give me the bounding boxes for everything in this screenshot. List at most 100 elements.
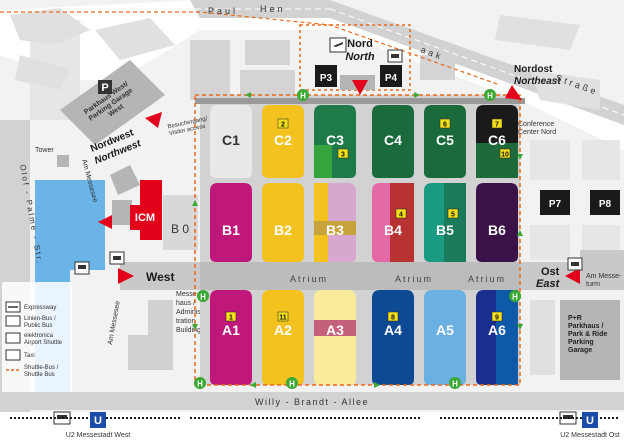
hall-b2[interactable]: B2 [262, 183, 304, 262]
hall-label: C5 [436, 132, 454, 148]
hall-b5[interactable]: B5 [424, 183, 466, 262]
bus-icon[interactable] [74, 261, 90, 275]
hall-shape [424, 105, 466, 178]
hall-number-marker: 2 [277, 118, 289, 129]
entrance-west[interactable]: West [118, 268, 174, 284]
hall-label: B3 [326, 222, 344, 238]
block [10, 8, 90, 45]
hall-a5[interactable]: A5 [424, 290, 466, 385]
p8-label: P8 [599, 199, 612, 210]
shuttle-stop-icon[interactable]: H [197, 290, 209, 302]
shuttle-stop-icon[interactable]: H [194, 377, 206, 389]
entrance-arrow-icon [145, 112, 162, 128]
station-messestadt-west[interactable]: U U2 Messestadt West [10, 412, 180, 439]
hall-b6[interactable]: B6 [476, 183, 518, 262]
shuttle-stops: H H H H H H H [194, 89, 521, 389]
street-label: Hen [260, 4, 286, 14]
hall-label: A5 [436, 322, 454, 338]
svg-text:Nordost: Nordost [514, 64, 553, 75]
airport-shuttle-icon [5, 332, 21, 344]
hall-number-marker: 6 [439, 118, 451, 129]
messehaus-building [148, 300, 173, 370]
taxi-icon [5, 349, 21, 361]
hall-number-marker: 9 [491, 311, 503, 322]
hall-a3[interactable]: A3 [314, 290, 356, 385]
hall-label: B5 [436, 222, 454, 238]
hall-subsection [314, 221, 356, 235]
hall-shape [262, 290, 304, 385]
hall-shape [476, 183, 518, 262]
entrance-arrow-icon [565, 268, 580, 284]
tower-label: Tower [35, 147, 54, 154]
entrance-ost[interactable]: Ost East [536, 266, 580, 290]
legend-item-taxi: Taxi [5, 349, 35, 361]
u-bahn-icon [90, 412, 106, 428]
shuttle-stop-icon[interactable]: H [286, 377, 298, 389]
legend-item-bus: Linien-Bus / Public Bus [5, 315, 56, 329]
entrance-nord[interactable]: Nord North [345, 38, 375, 95]
hall-c4[interactable]: C4 [372, 105, 414, 178]
messehaus-label: Messe- haus / Adminis- tration Building [176, 291, 205, 334]
hall-c1[interactable]: C1 [210, 105, 252, 178]
hall-c3[interactable]: C3 [314, 105, 356, 178]
parking-icon-letter: P [101, 82, 108, 94]
hall-shape [372, 290, 414, 385]
hall-c2[interactable]: C2 [262, 105, 304, 178]
svg-text:10: 10 [501, 152, 509, 159]
hall-shape [262, 183, 304, 262]
atrium-label: Atrium [290, 274, 328, 284]
taxi-icon[interactable] [387, 49, 403, 63]
p4-label: P4 [385, 73, 398, 84]
legend-item-shuttle-bus: Shuttle-Bus / Shuttle Bus [6, 365, 60, 378]
shuttle-stop-icon[interactable]: H [484, 89, 496, 101]
svg-text:11: 11 [279, 315, 287, 322]
svg-text:1: 1 [229, 315, 233, 322]
entrance-icm[interactable] [98, 215, 112, 229]
svg-text:4: 4 [399, 212, 403, 219]
hall-a4[interactable]: A4 [372, 290, 414, 385]
airport-shuttle-icon[interactable] [329, 37, 347, 53]
hall-a6[interactable]: A6 [476, 290, 518, 385]
shuttle-stop-icon[interactable]: H [509, 290, 521, 302]
hall-shape [424, 290, 466, 385]
messehaus-wing [128, 335, 148, 370]
entrance-nordost[interactable]: Nordost Northeast [505, 64, 561, 100]
hall-number-marker: 8 [387, 311, 399, 322]
taxi-icon[interactable] [109, 251, 125, 265]
hall-c5[interactable]: C5 [424, 105, 466, 178]
hall-number-marker: 3 [337, 148, 349, 159]
hall-shape [210, 105, 252, 178]
hall-label: A2 [274, 322, 292, 338]
exhibition-grounds [200, 95, 520, 385]
block [530, 300, 555, 375]
station-messestadt-ost[interactable]: U U2 Messestadt Ost [440, 412, 620, 439]
block [240, 70, 295, 95]
svg-text:H: H [289, 380, 295, 389]
block [530, 225, 570, 260]
svg-text:Shuttle-Bus / Shuttle: Shuttle-Bus / Shuttle Bus [24, 365, 60, 378]
b0-building [163, 195, 198, 250]
hall-c6[interactable]: C6 [476, 105, 518, 178]
svg-text:8: 8 [391, 315, 395, 322]
hall-a1[interactable]: A1 [210, 290, 252, 385]
hall-b3[interactable]: B3 [314, 183, 356, 262]
block [582, 140, 620, 180]
taxi-icon[interactable] [567, 257, 583, 271]
shuttle-stop-icon[interactable]: H [297, 89, 309, 101]
hall-number-marker: 10 [499, 148, 511, 159]
hall-shape [210, 183, 252, 262]
hall-subsection [314, 145, 332, 178]
hall-b4[interactable]: B4 [372, 183, 414, 262]
hall-b1[interactable]: B1 [210, 183, 252, 262]
svg-text:Ost: Ost [541, 266, 560, 278]
atrium-label: Atrium [395, 274, 433, 284]
block [95, 18, 175, 60]
svg-text:Taxi: Taxi [24, 353, 35, 359]
u-bahn-icon [582, 412, 598, 428]
legend-item-airport-shuttle: elektronica Airport Shuttle [5, 332, 63, 346]
hall-a2[interactable]: A2 [262, 290, 304, 385]
shuttle-stop-icon[interactable]: H [449, 377, 461, 389]
willy-brandt-allee [0, 392, 624, 410]
parking-icon [98, 80, 112, 94]
